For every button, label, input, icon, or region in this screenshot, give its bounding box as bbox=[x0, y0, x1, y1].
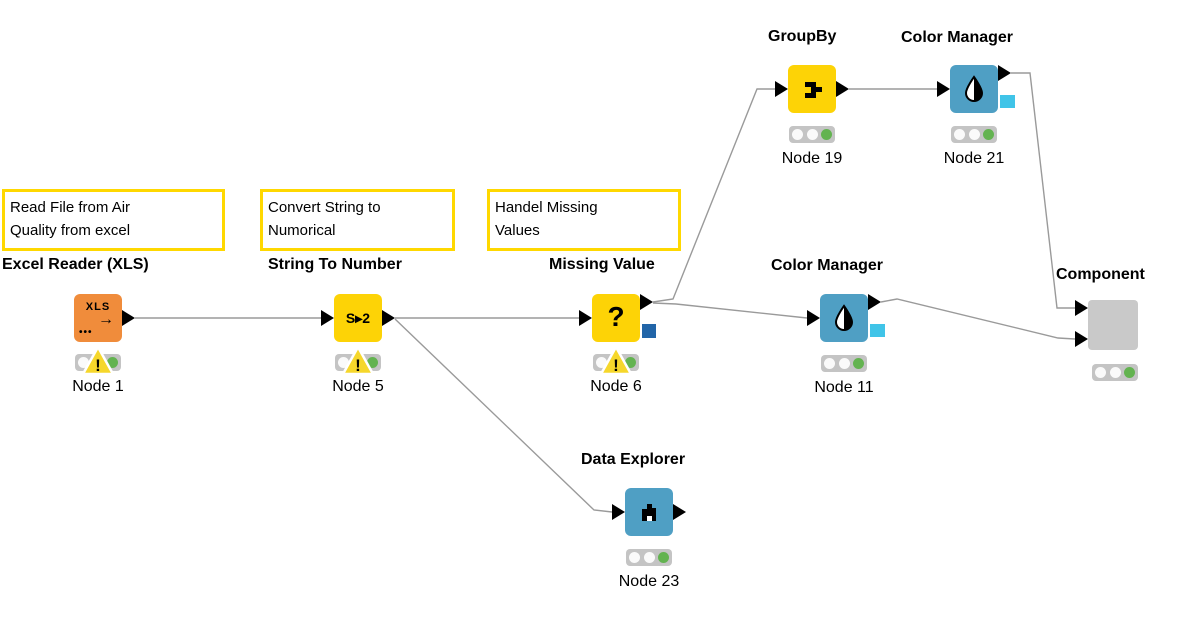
edge-node11-component[interactable] bbox=[880, 298, 1076, 340]
droplet-icon bbox=[964, 75, 984, 102]
status-dot bbox=[1109, 367, 1121, 378]
histogram-icon bbox=[642, 504, 656, 521]
status-traffic-light bbox=[1092, 364, 1138, 381]
node-label: Node 19 bbox=[781, 150, 843, 167]
node-label: Node 1 bbox=[72, 378, 124, 395]
node-title-component: Component bbox=[1056, 266, 1145, 283]
status-traffic-light bbox=[951, 126, 997, 143]
node-title-color-manager-11: Color Manager bbox=[771, 257, 884, 274]
groupby-icon bbox=[805, 82, 822, 98]
input-port-bottom[interactable] bbox=[1075, 331, 1088, 347]
node-title-excel-reader: Excel Reader (XLS) bbox=[2, 256, 149, 273]
svg-text:!: ! bbox=[613, 356, 619, 375]
node-label: Node 11 bbox=[814, 379, 874, 396]
color-model-output-port[interactable] bbox=[870, 324, 885, 337]
node-groupby[interactable] bbox=[775, 65, 849, 113]
input-port[interactable] bbox=[775, 81, 788, 97]
status-dot-green bbox=[983, 129, 994, 140]
status-dot bbox=[596, 357, 607, 368]
node-color-manager-21[interactable] bbox=[937, 65, 1015, 113]
status-dot bbox=[643, 552, 655, 563]
annotation-line: Values bbox=[495, 222, 540, 239]
warning-icon: ! bbox=[341, 345, 375, 376]
annotation-line: Quality from excel bbox=[10, 222, 131, 239]
node-label: Node 21 bbox=[943, 150, 1005, 167]
annotation-handle-missing[interactable]: Handel Missing Values bbox=[487, 189, 681, 251]
node-missing-value[interactable]: ? bbox=[579, 294, 656, 342]
status-traffic-light bbox=[626, 549, 672, 566]
status-dot-green bbox=[853, 358, 864, 369]
node-excel-reader[interactable]: XLS → ••• bbox=[74, 294, 135, 342]
status-dot bbox=[806, 129, 818, 140]
xls-icon: XLS bbox=[85, 301, 111, 313]
node-component[interactable] bbox=[1075, 300, 1138, 350]
input-port[interactable] bbox=[321, 310, 334, 326]
annotation-line: Handel Missing bbox=[495, 199, 598, 216]
status-dot-green bbox=[625, 357, 636, 368]
node-data-explorer[interactable] bbox=[612, 488, 686, 536]
node-color-manager-11[interactable] bbox=[807, 294, 885, 342]
node-title-missing-value: Missing Value bbox=[549, 256, 655, 273]
status-dot bbox=[824, 358, 835, 369]
s2n-icon: S▸2 bbox=[345, 309, 371, 326]
output-port[interactable] bbox=[868, 294, 881, 310]
status-dot-green bbox=[367, 357, 378, 368]
annotation-line: Convert String to bbox=[268, 199, 381, 216]
status-dot-green bbox=[658, 552, 669, 563]
status-dot bbox=[968, 129, 980, 140]
status-dot bbox=[338, 357, 349, 368]
node-string-to-number[interactable]: S▸2 bbox=[321, 294, 395, 342]
warning-icon: ! bbox=[81, 345, 115, 376]
output-port[interactable] bbox=[382, 310, 395, 326]
svg-text:!: ! bbox=[95, 356, 101, 375]
svg-text:!: ! bbox=[355, 356, 361, 375]
input-port[interactable] bbox=[579, 310, 592, 326]
status-dot bbox=[838, 358, 850, 369]
node-title-color-manager-21: Color Manager bbox=[901, 29, 1014, 46]
status-dot-green bbox=[1124, 367, 1135, 378]
output-port[interactable] bbox=[836, 81, 849, 97]
edge-node6-node11[interactable] bbox=[652, 302, 808, 319]
edge-node5-node23[interactable] bbox=[394, 318, 613, 513]
status-dot bbox=[954, 129, 965, 140]
output-port[interactable] bbox=[640, 294, 653, 310]
output-port[interactable] bbox=[673, 504, 686, 520]
node-title-groupby: GroupBy bbox=[768, 28, 837, 45]
droplet-icon bbox=[834, 304, 854, 331]
annotation-read-file[interactable]: Read File from Air Quality from excel bbox=[2, 189, 225, 251]
status-dot bbox=[78, 357, 89, 368]
pmml-output-port[interactable] bbox=[642, 324, 656, 338]
status-dot bbox=[629, 552, 640, 563]
edge-node6-node19[interactable] bbox=[652, 88, 775, 303]
input-port[interactable] bbox=[937, 81, 950, 97]
annotation-convert-string[interactable]: Convert String to Numorical bbox=[260, 189, 455, 251]
node-label: Node 6 bbox=[590, 378, 642, 395]
node-label: Node 5 bbox=[332, 378, 384, 395]
node-label: Node 23 bbox=[618, 573, 680, 590]
status-traffic-light bbox=[821, 355, 867, 372]
edge-node21-component[interactable] bbox=[1011, 72, 1075, 309]
status-dot-green bbox=[107, 357, 118, 368]
status-dot bbox=[792, 129, 803, 140]
status-dot bbox=[1095, 367, 1106, 378]
status-dot-green bbox=[821, 129, 832, 140]
output-port[interactable] bbox=[122, 310, 135, 326]
status-traffic-light bbox=[789, 126, 835, 143]
output-port[interactable] bbox=[998, 65, 1011, 81]
color-model-output-port[interactable] bbox=[1000, 95, 1015, 108]
input-port[interactable] bbox=[807, 310, 820, 326]
ellipsis-icon: ••• bbox=[79, 327, 93, 338]
annotation-line: Read File from Air bbox=[10, 199, 131, 216]
node-title-string-to-number: String To Number bbox=[268, 256, 402, 273]
warning-icon: ! bbox=[599, 345, 633, 376]
input-port-top[interactable] bbox=[1075, 300, 1088, 316]
input-port[interactable] bbox=[612, 504, 625, 520]
annotation-line: Numorical bbox=[268, 222, 336, 239]
arrow-right-icon: → bbox=[98, 311, 114, 328]
node-title-data-explorer: Data Explorer bbox=[581, 451, 686, 468]
question-icon: ? bbox=[607, 300, 625, 332]
